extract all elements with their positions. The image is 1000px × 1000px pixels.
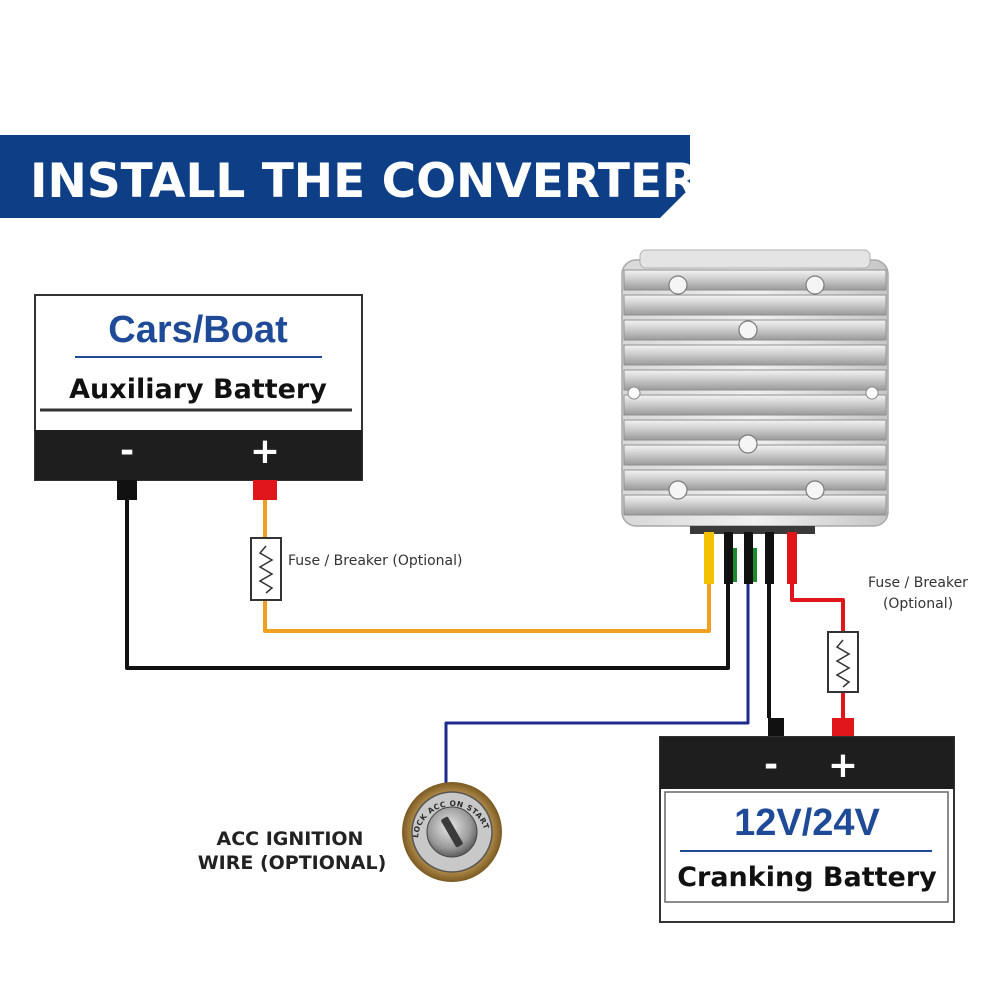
aux-battery-subtitle: Auxiliary Battery bbox=[69, 374, 327, 405]
title-banner: INSTALL THE CONVERTER bbox=[0, 135, 698, 218]
converter-wire-leads bbox=[704, 532, 797, 584]
wires bbox=[125, 498, 845, 785]
acc-label-1: ACC IGNITION bbox=[217, 828, 364, 850]
fuse-icon bbox=[250, 537, 282, 601]
fuse-right-label-2: (Optional) bbox=[883, 596, 953, 612]
cranking-battery: - + 12V/24V Cranking Battery bbox=[659, 718, 955, 923]
crank-negative-terminal bbox=[768, 718, 784, 738]
crank-battery-subtitle: Cranking Battery bbox=[677, 862, 937, 893]
fuse-left-label: Fuse / Breaker (Optional) bbox=[288, 553, 462, 569]
crank-battery-title: 12V/24V bbox=[734, 802, 880, 844]
dc-converter-icon bbox=[621, 249, 889, 584]
fuse-left: Fuse / Breaker (Optional) bbox=[250, 537, 462, 601]
blue-wire-acc bbox=[444, 580, 750, 785]
aux-positive-terminal bbox=[253, 480, 277, 500]
acc-label-2: WIRE (OPTIONAL) bbox=[198, 852, 387, 874]
aux-negative-sign: - bbox=[120, 431, 134, 471]
yellow-wire-aux-positive-2 bbox=[263, 580, 711, 633]
fuse-right-label-1: Fuse / Breaker bbox=[868, 575, 968, 591]
crank-negative-sign: - bbox=[764, 745, 778, 785]
mounting-screws bbox=[668, 275, 825, 500]
aux-positive-sign: + bbox=[250, 431, 280, 472]
aux-battery-title: Cars/Boat bbox=[108, 309, 288, 351]
fuse-right: Fuse / Breaker (Optional) bbox=[827, 575, 968, 693]
black-wire-aux-negative bbox=[125, 498, 730, 670]
aux-battery: Cars/Boat Auxiliary Battery - + bbox=[34, 294, 363, 500]
red-wire-crank-positive bbox=[790, 580, 845, 632]
crank-positive-sign: + bbox=[828, 745, 858, 786]
banner-title: INSTALL THE CONVERTER bbox=[30, 154, 698, 209]
aux-negative-terminal bbox=[117, 480, 137, 500]
fuse-icon bbox=[827, 631, 859, 693]
ignition-switch-icon: LOCK ACC ON START bbox=[402, 782, 502, 882]
crank-positive-terminal bbox=[832, 718, 854, 738]
